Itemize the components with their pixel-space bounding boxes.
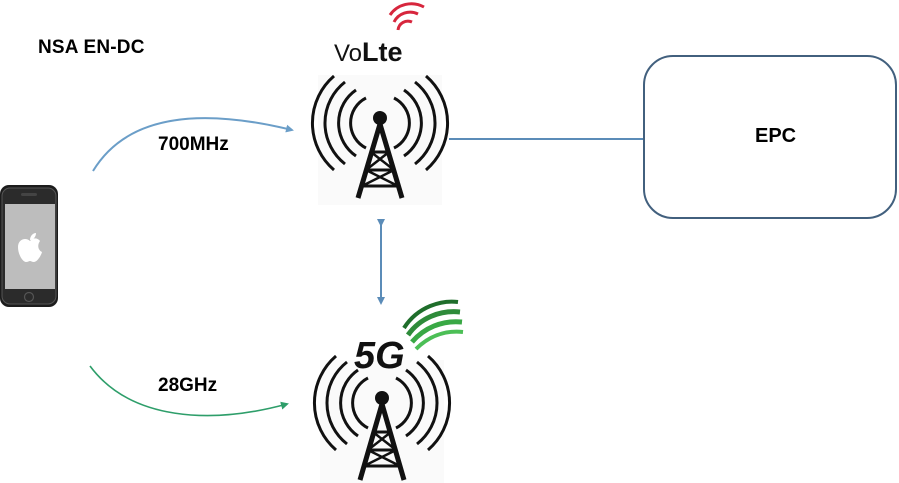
- lte-link-arrow: [92, 117, 294, 172]
- 5g-logo-icon: 5G: [354, 299, 464, 377]
- epc-box: [643, 55, 897, 219]
- nr-tower-icon: [313, 354, 451, 483]
- 5g-logo-text: 5G: [354, 335, 405, 377]
- nr-link-arrow: [89, 365, 289, 417]
- volte-logo-icon: Vo Lte: [334, 2, 425, 67]
- apple-logo-icon: [18, 233, 42, 262]
- lte-frequency-label: 700MHz: [158, 134, 229, 155]
- nr-frequency-label: 28GHz: [158, 375, 218, 396]
- lte-tower-icon: [311, 74, 449, 205]
- volte-logo-vo: Vo: [334, 40, 362, 67]
- epc-label: EPC: [755, 125, 797, 147]
- volte-logo-lte: Lte: [362, 37, 403, 67]
- diagram-title: NSA EN-DC: [38, 37, 145, 58]
